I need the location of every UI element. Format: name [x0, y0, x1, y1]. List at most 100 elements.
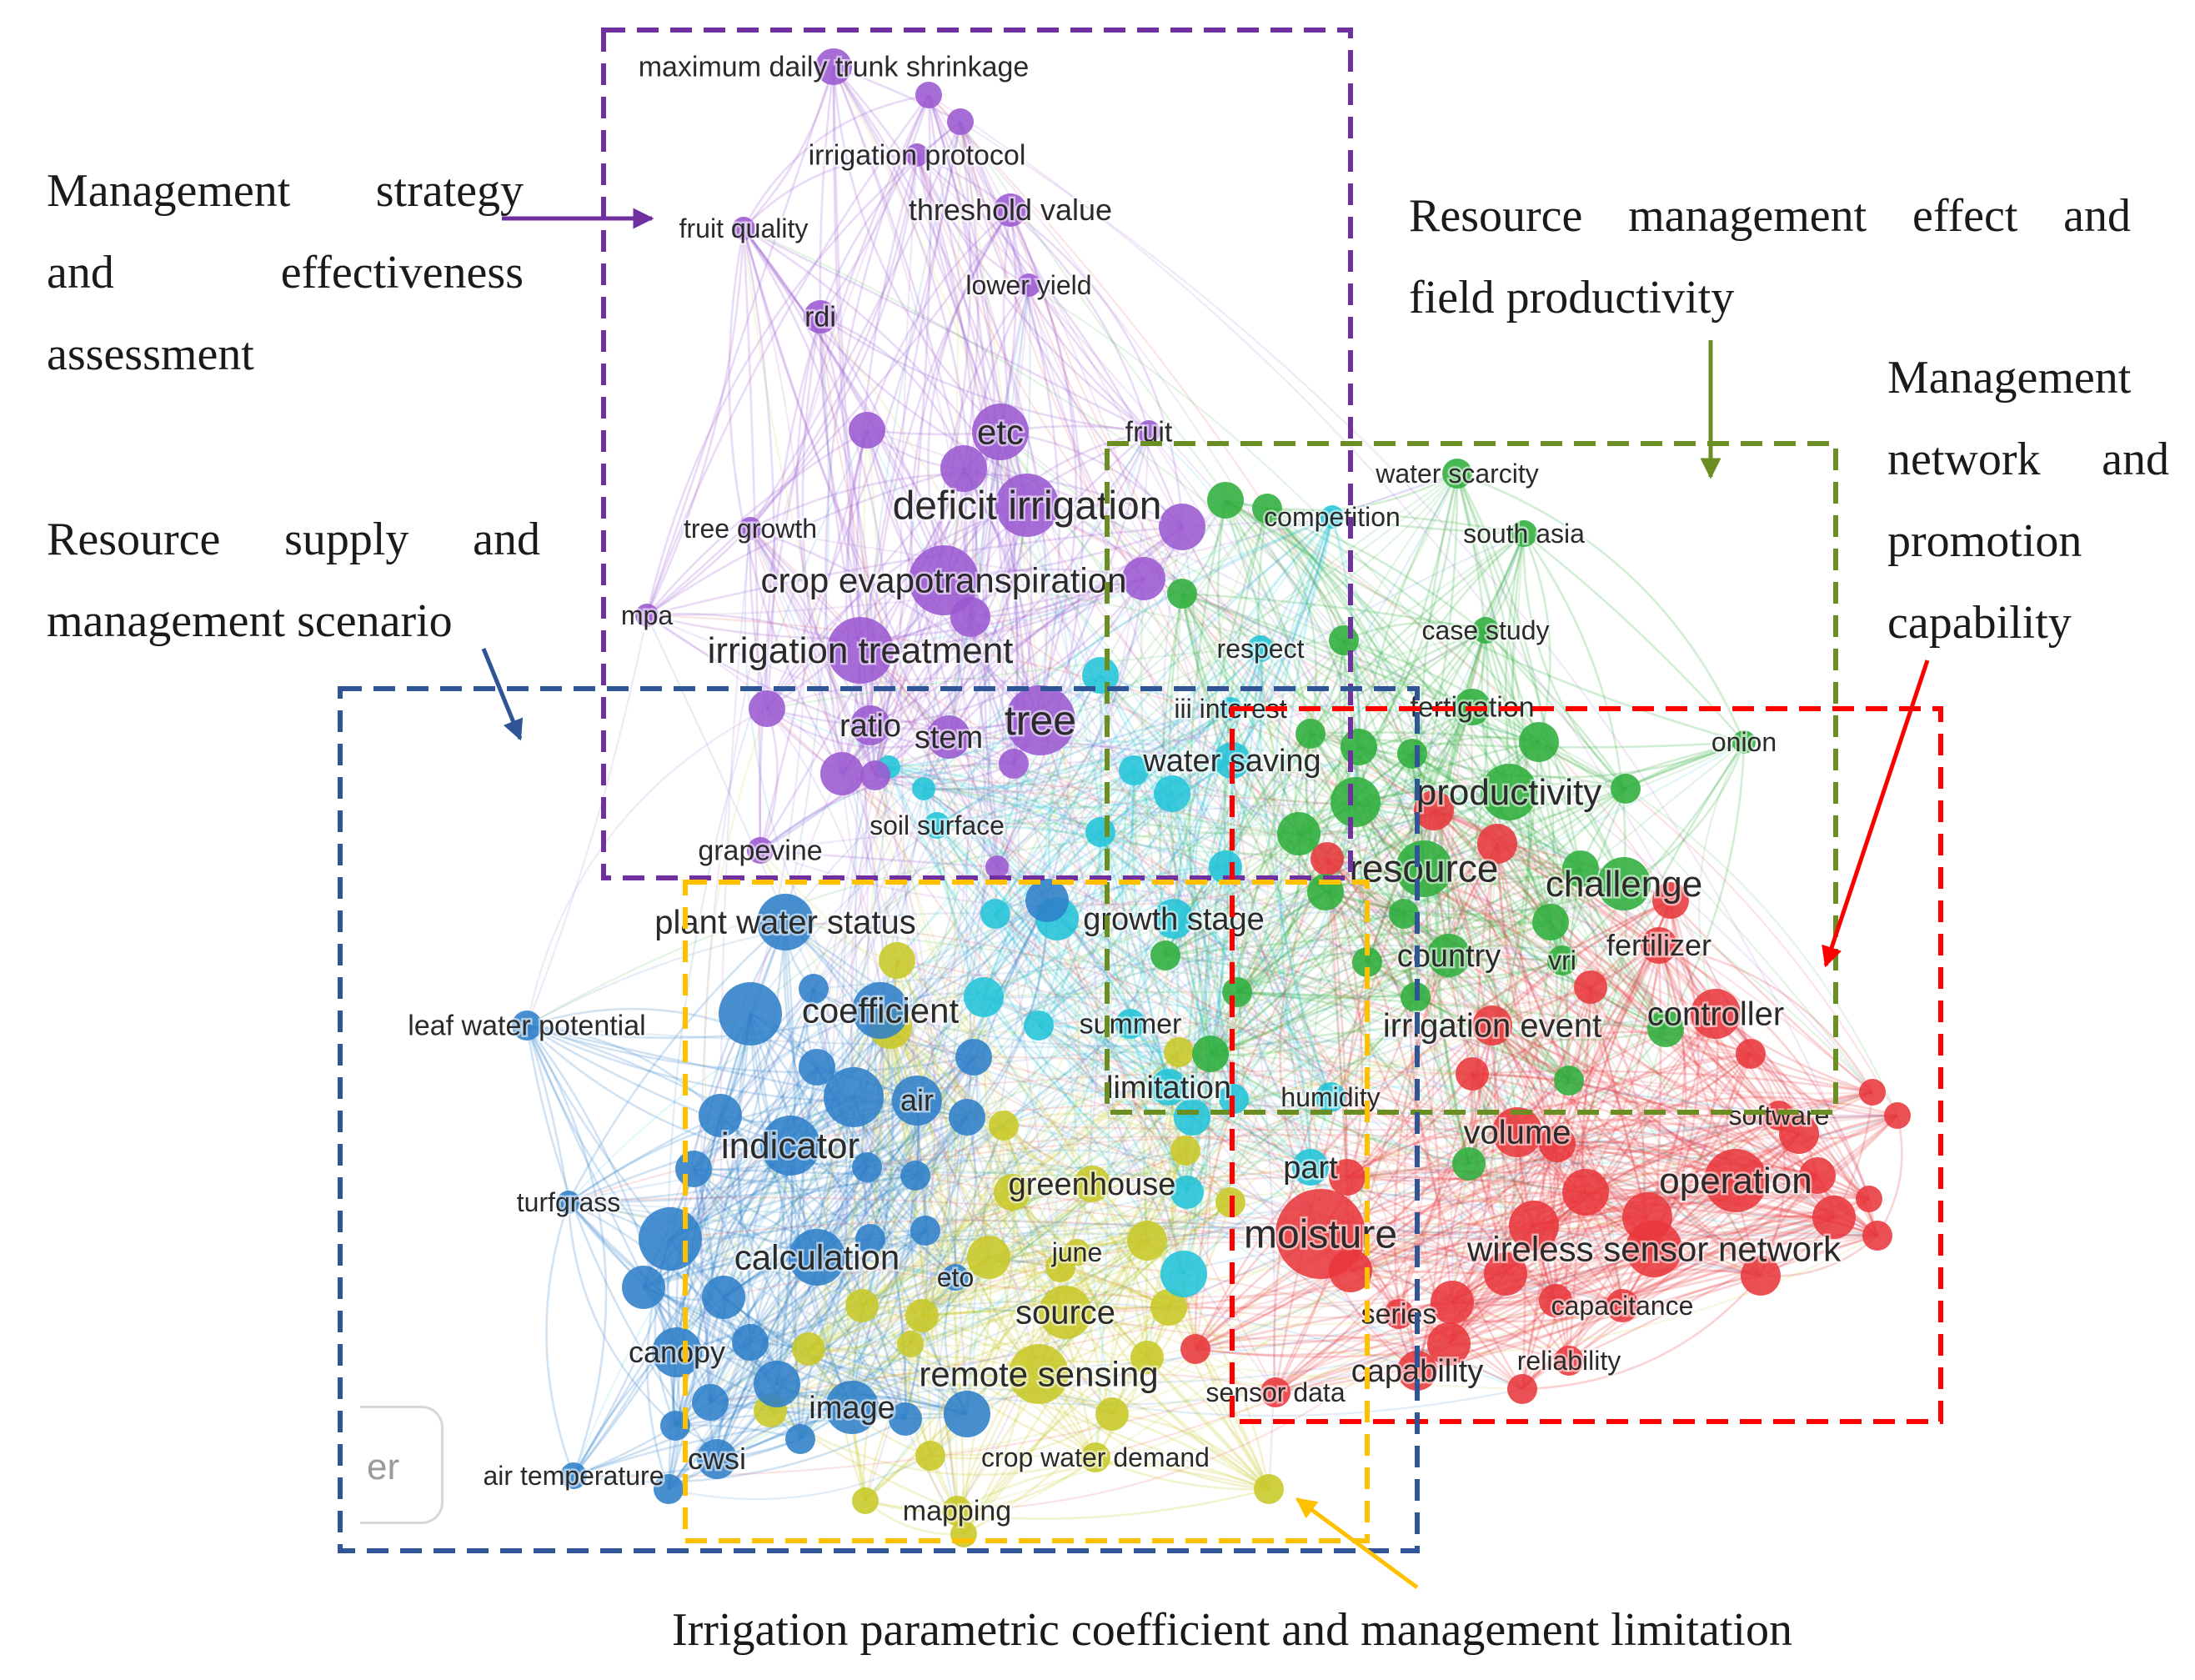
keyword-node[interactable]: [1119, 755, 1149, 785]
keyword-node[interactable]: [732, 1324, 769, 1361]
keyword-node[interactable]: [1085, 817, 1115, 847]
keyword-node[interactable]: [799, 1049, 835, 1086]
keyword-node-threshold-value[interactable]: [994, 193, 1027, 227]
keyword-node-plant-water-status[interactable]: [757, 894, 814, 950]
keyword-node[interactable]: [1884, 1102, 1911, 1129]
keyword-node[interactable]: [955, 1039, 992, 1076]
keyword-node[interactable]: [1150, 940, 1180, 970]
keyword-node[interactable]: [1799, 1157, 1836, 1194]
keyword-node[interactable]: [989, 1111, 1019, 1141]
keyword-node[interactable]: [1130, 1341, 1164, 1374]
keyword-node-crop-evapotranspiration[interactable]: [909, 545, 979, 615]
keyword-node[interactable]: [1025, 879, 1069, 922]
keyword-node-cwsi[interactable]: [697, 1439, 737, 1479]
keyword-node[interactable]: [964, 977, 1004, 1017]
keyword-node[interactable]: [912, 777, 935, 800]
keyword-node[interactable]: [1456, 1057, 1489, 1091]
keyword-node-onion[interactable]: [1732, 730, 1756, 754]
keyword-node[interactable]: [1174, 1099, 1210, 1136]
keyword-node[interactable]: [820, 752, 864, 795]
keyword-node[interactable]: [1741, 1256, 1781, 1296]
keyword-node-fruit[interactable]: [1137, 420, 1160, 444]
keyword-node[interactable]: [1192, 1036, 1229, 1072]
keyword-node[interactable]: [1574, 970, 1607, 1004]
keyword-node-part[interactable]: [1292, 1149, 1329, 1186]
keyword-node[interactable]: [897, 1331, 924, 1357]
keyword-node[interactable]: [1509, 1201, 1559, 1251]
keyword-node-eto[interactable]: [942, 1264, 969, 1291]
keyword-node[interactable]: [1812, 1196, 1856, 1239]
keyword-node-south-asia[interactable]: [1511, 520, 1537, 547]
keyword-node-maximum-daily-trunk-shrinkage[interactable]: [815, 48, 852, 85]
keyword-node[interactable]: [749, 690, 785, 727]
keyword-node-sensor-data[interactable]: [1260, 1377, 1290, 1407]
keyword-node-controller[interactable]: [1691, 989, 1741, 1039]
keyword-node-grapevine[interactable]: [747, 837, 774, 864]
keyword-node-water-saving[interactable]: [1214, 742, 1250, 779]
keyword-node-soil-surface[interactable]: [924, 812, 950, 839]
keyword-node-irrigation-protocol[interactable]: [905, 143, 929, 167]
keyword-node-calculation[interactable]: [789, 1229, 845, 1286]
keyword-node[interactable]: [1180, 1334, 1210, 1364]
keyword-node-moisture[interactable]: [1275, 1189, 1366, 1279]
keyword-node[interactable]: [1095, 1397, 1129, 1431]
keyword-node-ratio[interactable]: [850, 705, 890, 745]
keyword-node[interactable]: [1562, 1169, 1609, 1216]
keyword-node[interactable]: [702, 1276, 745, 1319]
keyword-node[interactable]: [1341, 729, 1377, 765]
keyword-node-tree-growth[interactable]: [739, 517, 762, 540]
keyword-node[interactable]: [855, 1224, 885, 1254]
keyword-node[interactable]: [1295, 719, 1326, 749]
keyword-node-vri[interactable]: [1547, 945, 1577, 975]
keyword-node[interactable]: [1024, 1011, 1054, 1041]
keyword-node-canopy[interactable]: [652, 1327, 702, 1377]
keyword-node[interactable]: [967, 1236, 1010, 1279]
keyword-node-rdi[interactable]: [804, 300, 837, 333]
keyword-node[interactable]: [1222, 977, 1252, 1007]
keyword-node-series[interactable]: [1384, 1299, 1414, 1329]
keyword-node[interactable]: [1127, 1221, 1167, 1261]
keyword-node-mapping[interactable]: [942, 1496, 972, 1526]
viewer-toggle-button[interactable]: er: [360, 1406, 444, 1524]
keyword-node[interactable]: [944, 1391, 990, 1437]
keyword-node[interactable]: [639, 1207, 702, 1271]
keyword-node-stem[interactable]: [927, 715, 970, 759]
keyword-node-volume[interactable]: [1492, 1107, 1542, 1157]
keyword-node[interactable]: [1170, 1136, 1200, 1166]
keyword-node-wireless-sensor-network[interactable]: [1626, 1221, 1682, 1277]
keyword-node-capacitance[interactable]: [1606, 1289, 1639, 1322]
keyword-node[interactable]: [1277, 812, 1321, 855]
keyword-node[interactable]: [999, 749, 1029, 779]
keyword-node[interactable]: [622, 1266, 665, 1309]
keyword-node-productivity[interactable]: [1481, 764, 1537, 820]
keyword-node[interactable]: [905, 1299, 939, 1332]
keyword-node[interactable]: [1779, 1114, 1819, 1154]
keyword-node-turfgrass[interactable]: [557, 1191, 580, 1214]
keyword-node[interactable]: [1167, 579, 1197, 609]
keyword-node[interactable]: [654, 1474, 684, 1504]
keyword-node-deficit-irrigation[interactable]: [995, 474, 1059, 537]
keyword-node[interactable]: [785, 1424, 815, 1454]
keyword-node-limitation[interactable]: [1150, 1069, 1187, 1106]
keyword-node-leaf-water-potential[interactable]: [512, 1011, 542, 1041]
keyword-node[interactable]: [1254, 1474, 1284, 1504]
keyword-node[interactable]: [1647, 1011, 1684, 1047]
keyword-node[interactable]: [1427, 1322, 1471, 1366]
keyword-node[interactable]: [792, 1332, 825, 1366]
keyword-node[interactable]: [1164, 1037, 1194, 1067]
keyword-node[interactable]: [1045, 1252, 1075, 1282]
keyword-node-irrigation-treatment[interactable]: [827, 617, 894, 684]
keyword-node-growth-stage[interactable]: [1154, 899, 1194, 939]
keyword-node[interactable]: [1856, 1186, 1882, 1212]
keyword-node[interactable]: [1507, 1374, 1537, 1404]
keyword-node[interactable]: [949, 1099, 985, 1136]
keyword-node-mpa[interactable]: [635, 604, 659, 627]
keyword-node[interactable]: [1331, 777, 1381, 827]
keyword-node-respect[interactable]: [1247, 635, 1274, 662]
keyword-node-coefficient[interactable]: [852, 982, 909, 1039]
keyword-node[interactable]: [692, 1384, 729, 1421]
keyword-node[interactable]: [1452, 1147, 1486, 1181]
keyword-node[interactable]: [860, 760, 890, 790]
keyword-node[interactable]: [994, 1174, 1030, 1211]
keyword-node[interactable]: [1329, 625, 1359, 655]
